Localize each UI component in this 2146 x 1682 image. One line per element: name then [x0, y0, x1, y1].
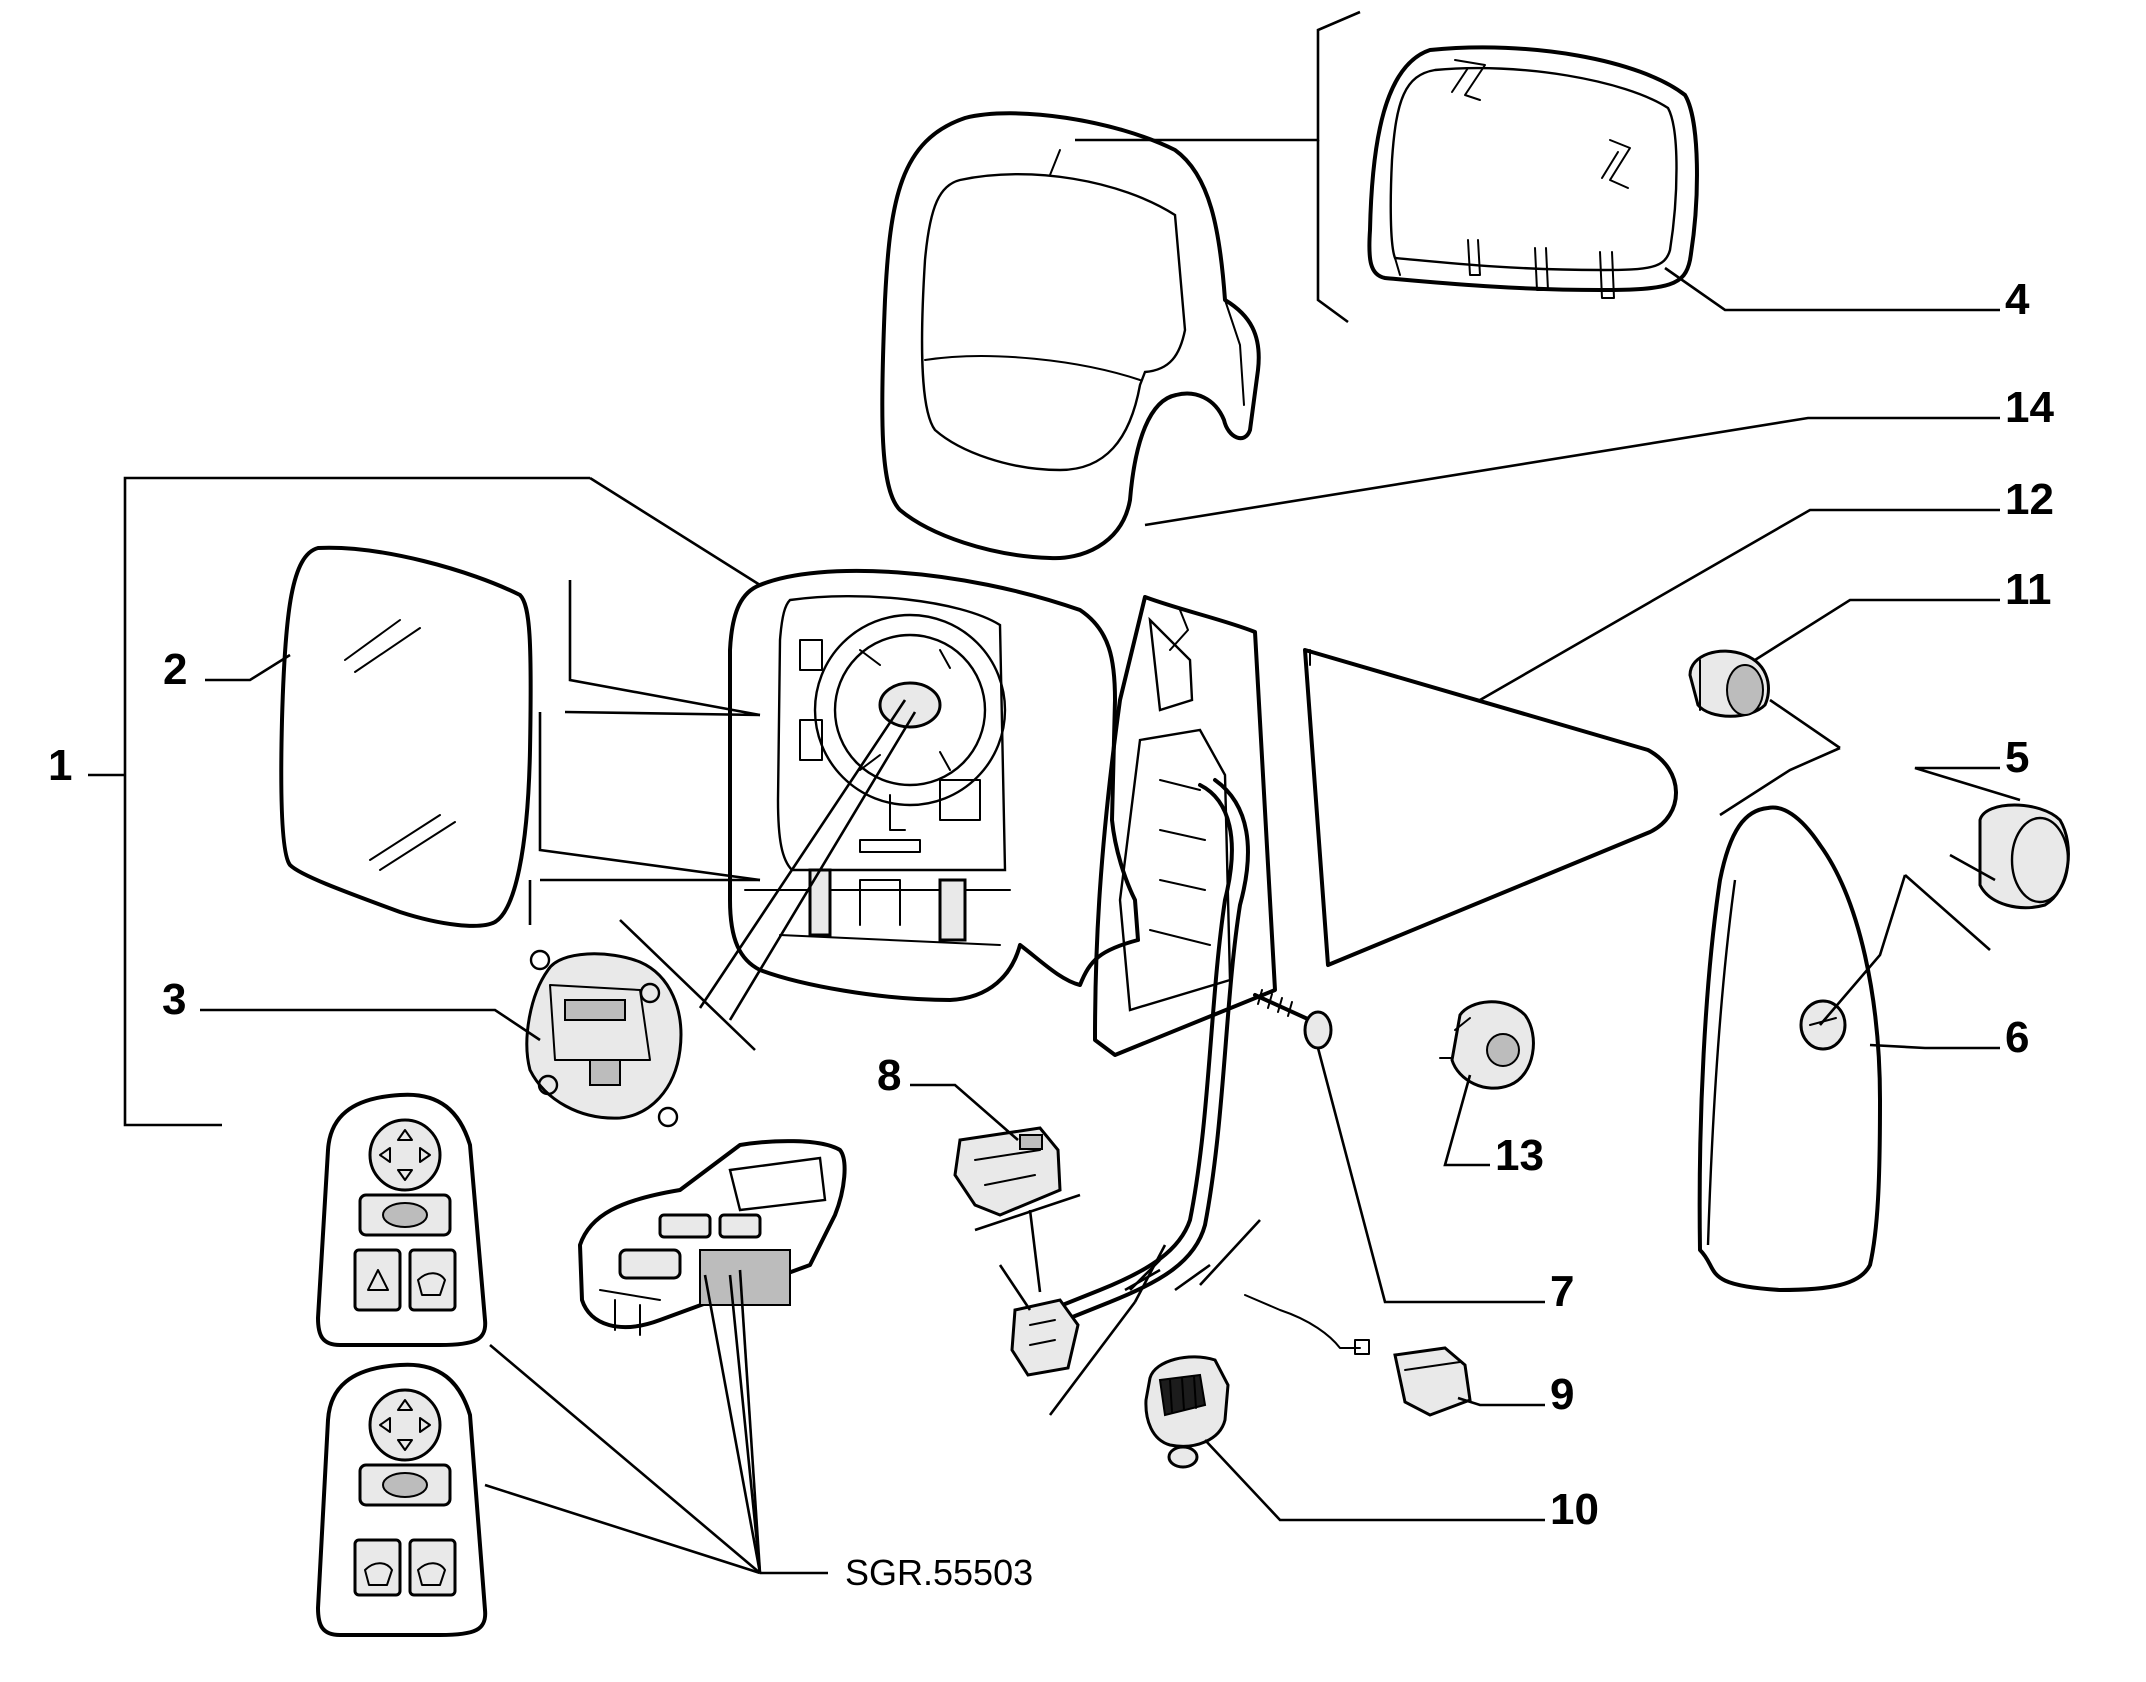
leader-8 — [910, 1083, 1019, 1141]
part-3-adjustment-motor — [525, 949, 683, 1128]
switch-panel-variant-b — [316, 1362, 488, 1637]
callout-13: 13 — [1495, 1131, 1544, 1180]
part-1-mirror-housing — [728, 568, 1140, 1002]
part-7-screw — [1253, 989, 1333, 1050]
callout-2: 2 — [163, 645, 187, 694]
leader-12 — [1479, 508, 2000, 702]
callout-12: 12 — [2005, 475, 2054, 524]
callout-1: 1 — [48, 741, 72, 790]
mirror-arm-bracket — [1093, 595, 1277, 1057]
part-5-round-cap — [1978, 803, 2070, 910]
part-12-triangle-seal — [1303, 648, 1678, 967]
callout-3: 3 — [162, 975, 186, 1024]
leader-lines — [88, 266, 2021, 1575]
callout-6: 6 — [2005, 1013, 2029, 1062]
switch-panel-variant-a — [316, 1092, 488, 1347]
wiring-harness — [1010, 778, 1250, 1377]
callout-11: 11 — [2005, 565, 2052, 614]
part-14-mirror-cover-shell — [880, 111, 1261, 561]
callout-14: 14 — [2005, 383, 2054, 432]
part-11-grommet — [1688, 649, 1770, 718]
callout-10: 10 — [1550, 1485, 1599, 1534]
reference-code: SGR.55503 — [845, 1552, 1033, 1593]
part-2-mirror-glass — [279, 545, 533, 928]
part-8-connector — [953, 1126, 1062, 1217]
callout-8: 8 — [877, 1051, 901, 1100]
leader-3 — [200, 1008, 541, 1042]
leader-1 — [123, 476, 590, 1127]
leader-4 — [1664, 266, 2000, 312]
leader-10 — [1204, 1439, 1545, 1522]
bracket-lines-top — [1075, 10, 1361, 324]
leader-6 — [1869, 1043, 2000, 1050]
leader-9 — [1457, 1396, 1545, 1407]
callout-4: 4 — [2005, 275, 2030, 324]
callout-labels: 1 2 3 4 5 6 7 8 9 10 11 12 13 14 SGR.555… — [48, 275, 2054, 1593]
switch-panel-perspective — [578, 1139, 847, 1336]
callout-5: 5 — [2005, 733, 2029, 782]
callout-9: 9 — [1550, 1370, 1574, 1419]
callout-7: 7 — [1550, 1267, 1574, 1316]
part-10-lamp-unit — [1144, 1355, 1230, 1469]
leader-2 — [205, 653, 291, 682]
part-13-pivot-bushing — [1439, 1000, 1535, 1090]
part-9-sensor-lead — [1244, 1294, 1472, 1417]
leader-11 — [1754, 598, 2000, 662]
leader-5 — [1914, 766, 2021, 802]
part-6-trim-cover — [1697, 805, 1882, 1292]
leader-7 — [1316, 1047, 1545, 1304]
part-4-mirror-cap — [1367, 45, 1699, 299]
leader-13 — [1443, 1074, 1490, 1167]
leader-14 — [1144, 416, 2000, 527]
